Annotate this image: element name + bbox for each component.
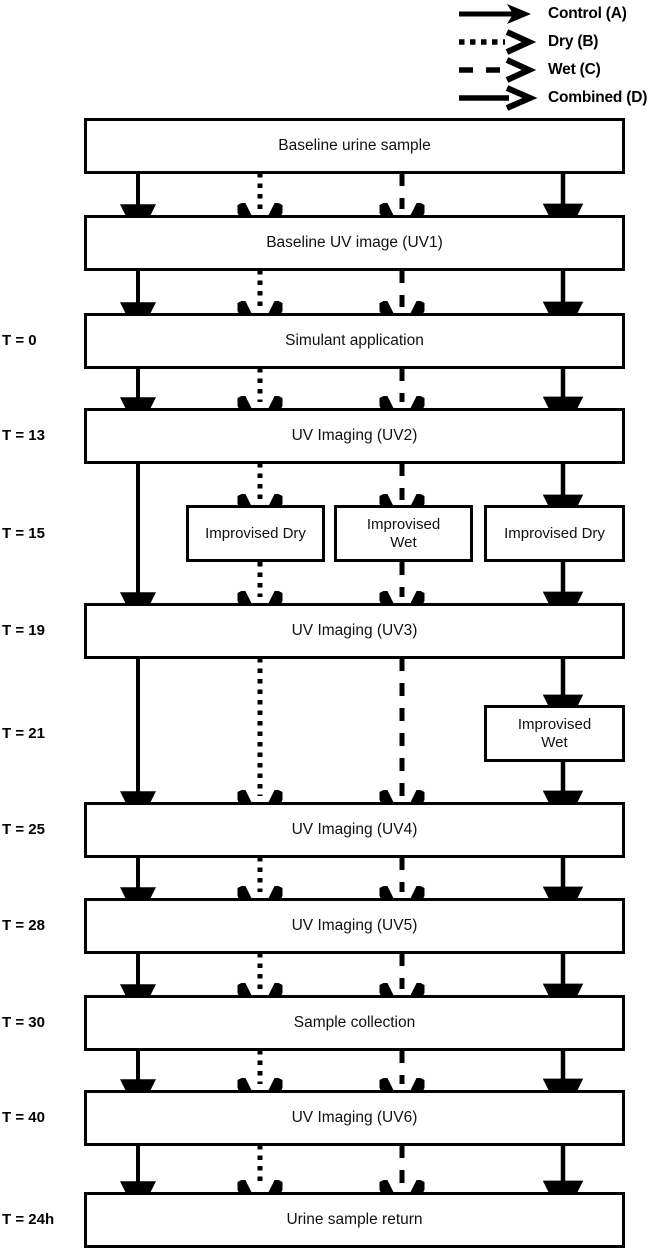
time-label-t15: T = 15 [2, 525, 45, 542]
time-label-t0: T = 0 [2, 332, 37, 349]
legend-item-wet: Wet (C) [455, 56, 665, 84]
intervention-box-improvised-dry-d[interactable]: Improvised Dry [484, 505, 625, 562]
legend-item-control: Control (A) [455, 0, 665, 28]
legend: Control (A) Dry (B) Wet (C) Combined (D) [455, 0, 665, 112]
intervention-box-improvised-wet-c[interactable]: Improvised Wet [334, 505, 473, 562]
legend-label-control: Control (A) [548, 5, 627, 22]
stage-box-uv-imaging-uv6[interactable]: UV Imaging (UV6) [84, 1090, 625, 1146]
stage-box-uv-imaging-uv3[interactable]: UV Imaging (UV3) [84, 603, 625, 659]
time-label-t30: T = 30 [2, 1014, 45, 1031]
stage-box-uv-imaging-uv5[interactable]: UV Imaging (UV5) [84, 898, 625, 954]
legend-label-wet: Wet (C) [548, 61, 601, 78]
legend-item-dry: Dry (B) [455, 28, 665, 56]
stage-box-simulant-application[interactable]: Simulant application [84, 313, 625, 369]
stage-box-uv-imaging-uv2[interactable]: UV Imaging (UV2) [84, 408, 625, 464]
time-label-t21: T = 21 [2, 725, 45, 742]
legend-label-dry: Dry (B) [548, 33, 599, 50]
solid-arrow-icon [455, 0, 540, 28]
intervention-box-improvised-dry-b[interactable]: Improvised Dry [186, 505, 325, 562]
time-label-t28: T = 28 [2, 917, 45, 934]
stage-box-baseline-uv-image[interactable]: Baseline UV image (UV1) [84, 215, 625, 271]
dotted-arrow-icon [455, 28, 540, 56]
time-label-t19: T = 19 [2, 622, 45, 639]
stage-box-uv-imaging-uv4[interactable]: UV Imaging (UV4) [84, 802, 625, 858]
legend-item-combined: Combined (D) [455, 84, 665, 112]
time-label-t24h: T = 24h [2, 1211, 55, 1228]
stage-box-baseline-urine-sample[interactable]: Baseline urine sample [84, 118, 625, 174]
stage-box-sample-collection[interactable]: Sample collection [84, 995, 625, 1051]
intervention-box-improvised-wet-d[interactable]: Improvised Wet [484, 705, 625, 762]
combined-arrow-icon [455, 84, 540, 112]
legend-label-combined: Combined (D) [548, 89, 648, 106]
time-label-t25: T = 25 [2, 821, 45, 838]
time-label-t13: T = 13 [2, 427, 45, 444]
dashed-arrow-icon [455, 56, 540, 84]
time-label-t40: T = 40 [2, 1109, 45, 1126]
stage-box-urine-sample-return[interactable]: Urine sample return [84, 1192, 625, 1248]
